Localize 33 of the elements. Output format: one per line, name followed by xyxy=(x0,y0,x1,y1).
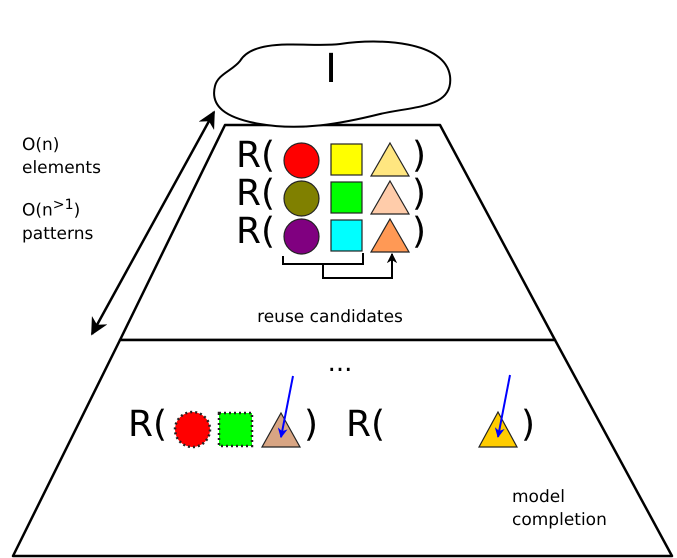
relation-label: R( xyxy=(236,138,276,174)
triangle-shape xyxy=(370,218,410,253)
bracket-arrow xyxy=(322,253,397,279)
relation-label: R( xyxy=(128,407,168,443)
triangle-shape xyxy=(370,142,410,177)
relation-label: R( xyxy=(236,176,276,212)
triangle-shape xyxy=(478,411,518,448)
square-shape xyxy=(330,219,363,252)
stage-label: model completion xyxy=(512,486,608,532)
trapezoid-band xyxy=(120,125,556,341)
square-shape xyxy=(330,181,363,214)
arrow xyxy=(494,374,511,438)
square-shape xyxy=(218,412,253,447)
circle-shape xyxy=(174,411,211,448)
triangle-shape xyxy=(261,412,301,448)
square-shape xyxy=(330,143,363,176)
closing-paren: ) xyxy=(304,407,318,443)
set-label: I xyxy=(324,46,338,92)
relation-label: R( xyxy=(346,407,386,443)
circle-shape xyxy=(283,180,320,217)
complexity-label: O(n) elements xyxy=(22,134,102,180)
closing-paren: ) xyxy=(521,407,536,443)
circle-shape xyxy=(283,142,320,179)
closing-paren: ) xyxy=(412,214,426,250)
arrow xyxy=(278,376,294,438)
ellipsis: ... xyxy=(326,348,354,378)
closing-paren: ) xyxy=(412,176,426,212)
triangle-shape xyxy=(370,180,410,215)
complexity-label: O(n$^{>1}$) patterns xyxy=(22,196,94,246)
relation-label: R( xyxy=(236,214,276,250)
band-label: reuse candidates xyxy=(256,307,404,327)
circle-shape xyxy=(283,218,320,255)
closing-paren: ) xyxy=(412,138,426,174)
